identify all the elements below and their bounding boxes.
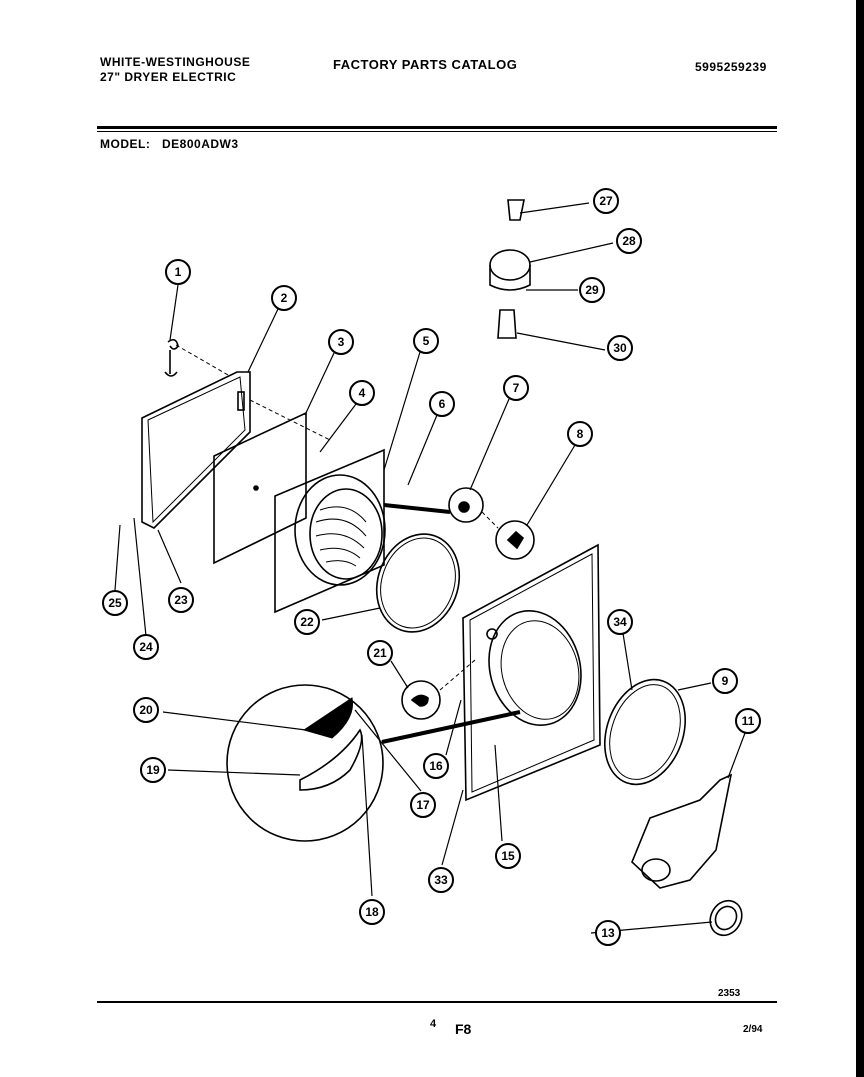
svg-text:22: 22 bbox=[300, 615, 314, 629]
svg-text:13: 13 bbox=[601, 926, 615, 940]
footer-rule bbox=[97, 1001, 777, 1003]
page-edge bbox=[856, 0, 864, 1077]
callout-7: 7 bbox=[503, 375, 529, 401]
callout-13: 13 bbox=[595, 920, 621, 946]
callout-29: 29 bbox=[579, 277, 605, 303]
svg-text:25: 25 bbox=[108, 596, 122, 610]
page-number: 4 bbox=[430, 1018, 437, 1030]
product-name: 27" DRYER ELECTRIC bbox=[100, 70, 237, 84]
part-door-latch bbox=[237, 391, 245, 411]
svg-text:8: 8 bbox=[577, 427, 584, 441]
svg-text:6: 6 bbox=[439, 397, 446, 411]
callout-33: 33 bbox=[428, 867, 454, 893]
svg-text:17: 17 bbox=[416, 798, 430, 812]
magnified-detail-circle bbox=[226, 684, 384, 842]
callout-markers: 1 2 3 4 5 6 7 8 27 28 29 30 9 11 13 16 1… bbox=[102, 188, 761, 946]
part-bushing bbox=[709, 899, 743, 937]
svg-text:23: 23 bbox=[174, 593, 188, 607]
callout-19: 19 bbox=[140, 757, 166, 783]
model-label: MODEL: bbox=[100, 137, 151, 151]
part-19-detail bbox=[299, 728, 363, 791]
svg-text:20: 20 bbox=[139, 703, 153, 717]
callout-20: 20 bbox=[133, 697, 159, 723]
callout-1: 1 bbox=[165, 259, 191, 285]
catalog-title: FACTORY PARTS CATALOG bbox=[333, 57, 518, 72]
callout-23: 23 bbox=[168, 587, 194, 613]
part-8-detail bbox=[495, 520, 535, 560]
callout-2: 2 bbox=[271, 285, 297, 311]
part-7-detail bbox=[448, 487, 484, 523]
callout-25: 25 bbox=[102, 590, 128, 616]
header-rule bbox=[97, 126, 777, 129]
leader-lines bbox=[114, 202, 746, 934]
svg-text:34: 34 bbox=[613, 615, 627, 629]
svg-text:21: 21 bbox=[373, 646, 387, 660]
svg-text:15: 15 bbox=[501, 849, 515, 863]
parts-drawing bbox=[141, 199, 743, 937]
callout-24: 24 bbox=[133, 634, 159, 660]
svg-text:16: 16 bbox=[429, 759, 443, 773]
callout-4: 4 bbox=[349, 380, 375, 406]
part-30-detail bbox=[497, 309, 517, 339]
svg-text:11: 11 bbox=[742, 714, 755, 728]
callout-27: 27 bbox=[593, 188, 619, 214]
callout-28: 28 bbox=[616, 228, 642, 254]
callout-21: 21 bbox=[367, 640, 393, 666]
svg-text:18: 18 bbox=[365, 905, 379, 919]
svg-text:29: 29 bbox=[585, 283, 599, 297]
callout-6: 6 bbox=[429, 391, 455, 417]
callout-16: 16 bbox=[423, 753, 449, 779]
part-front-opening bbox=[488, 609, 582, 727]
svg-text:9: 9 bbox=[722, 674, 729, 688]
part-door-outer bbox=[141, 371, 251, 529]
revision-date: 2/94 bbox=[743, 1024, 763, 1035]
callout-17: 17 bbox=[410, 792, 436, 818]
part-27-detail bbox=[507, 199, 525, 221]
svg-text:30: 30 bbox=[613, 341, 627, 355]
callout-9: 9 bbox=[712, 668, 738, 694]
svg-text:3: 3 bbox=[338, 335, 345, 349]
brand-name: WHITE-WESTINGHOUSE bbox=[100, 55, 251, 69]
svg-text:4: 4 bbox=[359, 386, 366, 400]
part-28-detail bbox=[489, 249, 531, 281]
part-hinge bbox=[631, 773, 733, 889]
part-front-gasket bbox=[603, 678, 687, 786]
svg-text:1: 1 bbox=[175, 265, 182, 279]
svg-text:24: 24 bbox=[139, 640, 153, 654]
callout-3: 3 bbox=[328, 329, 354, 355]
part-20-detail bbox=[302, 697, 354, 739]
svg-text:33: 33 bbox=[434, 873, 448, 887]
callout-5: 5 bbox=[413, 328, 439, 354]
callout-18: 18 bbox=[359, 899, 385, 925]
callout-11: 11 bbox=[735, 708, 761, 734]
part-21-detail bbox=[401, 680, 441, 720]
svg-text:5: 5 bbox=[423, 334, 430, 348]
callout-8: 8 bbox=[567, 421, 593, 447]
model-value: DE800ADW3 bbox=[162, 137, 239, 151]
svg-text:27: 27 bbox=[599, 194, 613, 208]
catalog-part-number: 5995259239 bbox=[695, 60, 767, 74]
part-liner-ring bbox=[294, 474, 386, 586]
callout-22: 22 bbox=[294, 609, 320, 635]
part-front-panel bbox=[462, 543, 601, 802]
part-gasket-ring bbox=[375, 533, 461, 633]
section-code: F8 bbox=[455, 1021, 472, 1037]
svg-text:19: 19 bbox=[146, 763, 160, 777]
svg-text:28: 28 bbox=[622, 234, 636, 248]
callout-30: 30 bbox=[607, 335, 633, 361]
drawing-code: 2353 bbox=[718, 988, 741, 999]
part-door-liner bbox=[274, 448, 385, 614]
svg-text:2: 2 bbox=[281, 291, 288, 305]
callout-15: 15 bbox=[495, 843, 521, 869]
svg-text:7: 7 bbox=[513, 381, 520, 395]
header-rule-thin bbox=[97, 131, 777, 132]
part-inner-panel bbox=[213, 411, 307, 565]
callout-34: 34 bbox=[607, 609, 633, 635]
